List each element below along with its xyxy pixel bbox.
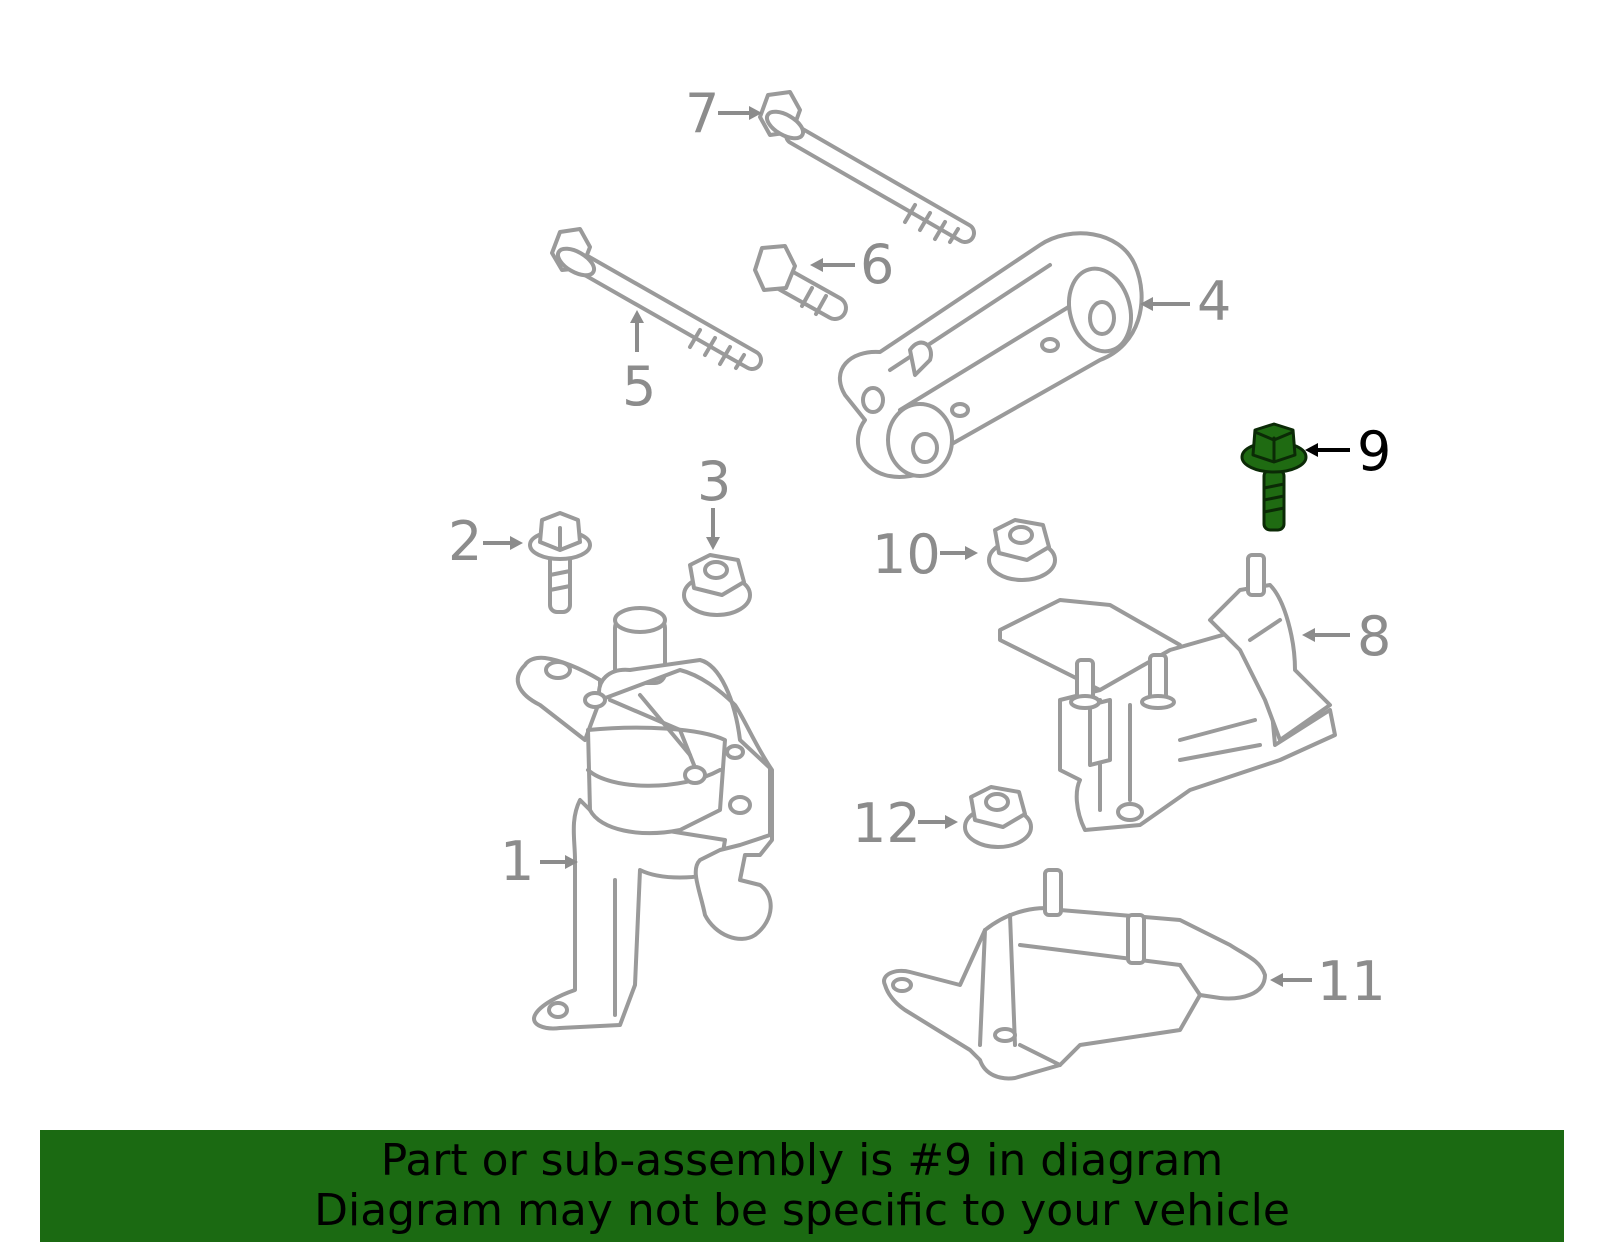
part-12-nut[interactable] [963, 785, 1033, 849]
callout-7: 7 [685, 82, 762, 145]
callout-8: 8 [1302, 605, 1391, 668]
banner-line-2: Diagram may not be specific to your vehi… [314, 1185, 1290, 1236]
part-3-nut[interactable] [682, 553, 752, 617]
part-4-torque-rod[interactable] [838, 231, 1144, 479]
callout-12: 12 [852, 792, 958, 855]
svg-text:6: 6 [860, 233, 894, 296]
part-9-bolt[interactable] [1240, 422, 1308, 532]
svg-text:11: 11 [1317, 950, 1386, 1013]
part-1-engine-mount[interactable] [515, 606, 774, 1031]
part-5-bolt[interactable] [550, 227, 763, 371]
svg-text:1: 1 [500, 830, 534, 893]
svg-text:12: 12 [852, 792, 921, 855]
callout-11: 11 [1270, 950, 1386, 1013]
svg-text:4: 4 [1197, 270, 1231, 333]
svg-text:9: 9 [1357, 420, 1391, 483]
info-banner: Part or sub-assembly is #9 in diagram Di… [40, 1130, 1564, 1242]
svg-text:3: 3 [697, 450, 731, 513]
part-2-bolt[interactable] [528, 511, 592, 614]
svg-text:5: 5 [622, 355, 656, 418]
callout-10: 10 [872, 523, 978, 586]
svg-text:8: 8 [1357, 605, 1391, 668]
svg-text:10: 10 [872, 523, 941, 586]
callout-1: 1 [500, 830, 578, 893]
part-8-transmission-mount[interactable] [998, 553, 1337, 832]
svg-text:2: 2 [448, 510, 482, 573]
callout-6: 6 [810, 233, 894, 296]
callout-9: 9 [1305, 420, 1391, 483]
callout-3: 3 [697, 450, 731, 550]
part-6-bolt[interactable] [753, 244, 848, 321]
part-11-bracket[interactable] [882, 868, 1267, 1081]
callout-4: 4 [1140, 270, 1231, 333]
callout-2: 2 [448, 510, 523, 573]
part-10-nut[interactable] [987, 518, 1057, 582]
banner-line-1: Part or sub-assembly is #9 in diagram [380, 1135, 1224, 1186]
svg-text:7: 7 [685, 82, 719, 145]
callout-5: 5 [622, 310, 656, 418]
part-7-bolt[interactable] [758, 90, 976, 244]
